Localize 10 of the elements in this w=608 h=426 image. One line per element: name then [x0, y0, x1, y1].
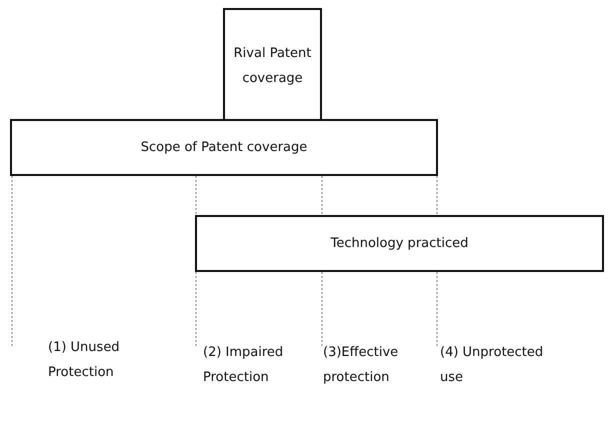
- scope-box: [10, 119, 438, 176]
- box-label: Scope of Patent coverage: [140, 139, 308, 157]
- box-label: Technology practiced: [330, 235, 470, 253]
- region-label: (3)Effective protection: [323, 344, 400, 387]
- box-label: Rival Patent coverage: [232, 44, 312, 88]
- region-label: (4) Unprotected use: [440, 344, 544, 387]
- region-label: (2) Impaired Protection: [203, 344, 284, 387]
- rival-coverage-box: [223, 8, 322, 121]
- technology-box: [195, 215, 604, 272]
- region-label: (1) Unused Protection: [48, 339, 121, 382]
